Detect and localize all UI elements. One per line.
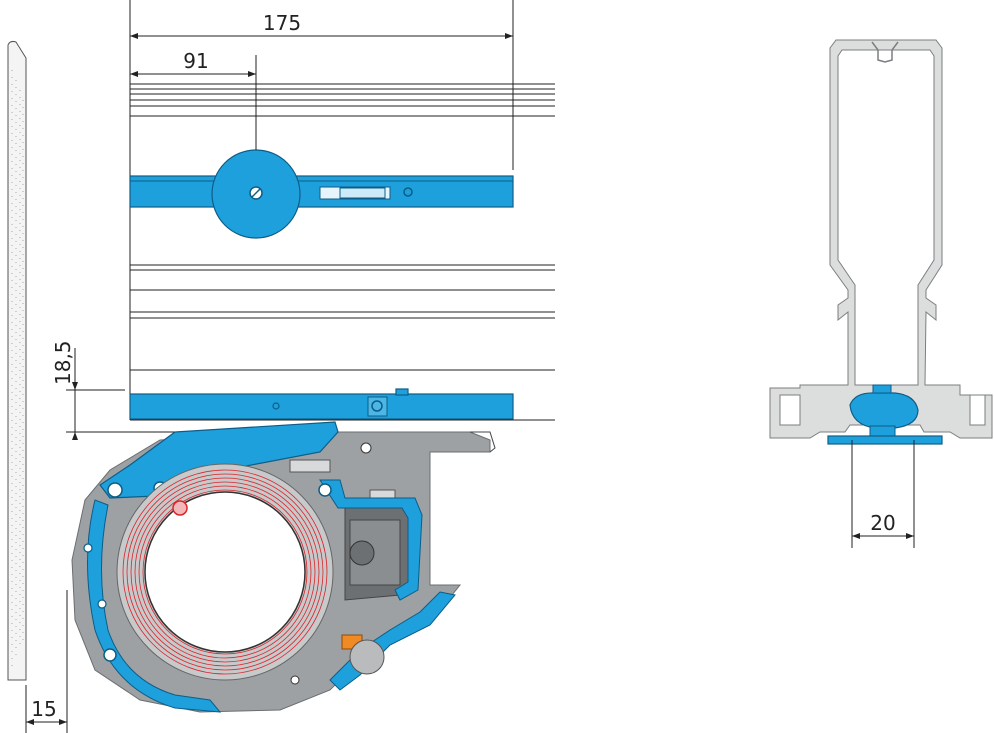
dimension-15: 15 — [25, 590, 68, 733]
spring-roll — [116, 463, 334, 681]
dim-20-label: 20 — [870, 511, 895, 535]
roll-core — [144, 491, 306, 653]
top-rails — [129, 0, 555, 421]
fascia-strip — [7, 40, 27, 681]
dimension-91: 91 — [130, 49, 257, 150]
side-housing — [66, 421, 496, 713]
dimension-175: 175 — [130, 0, 514, 170]
upper-blue-arm — [129, 149, 514, 239]
profile-base-plate — [827, 435, 943, 445]
lower-blue-arm — [129, 388, 514, 420]
dim-15-label: 15 — [31, 697, 56, 721]
dimension-20: 20 — [851, 440, 915, 548]
dimension-18-5: 18,5 — [51, 340, 200, 440]
dim-91-label: 91 — [183, 49, 208, 73]
profile-section — [769, 39, 993, 445]
profile-blue-insert — [849, 392, 919, 429]
dim-175-label: 175 — [263, 11, 301, 35]
dim-18-5-label: 18,5 — [51, 340, 75, 385]
